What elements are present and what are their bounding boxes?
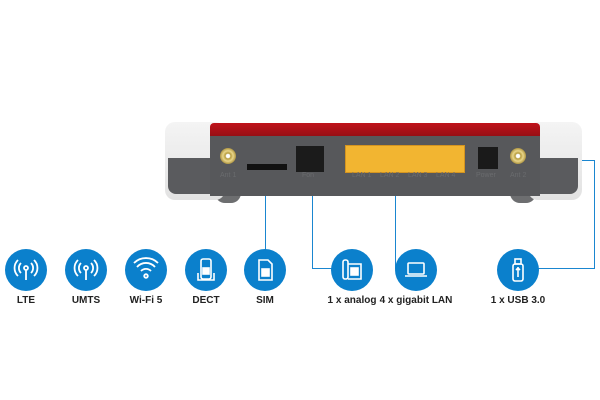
lte-antenna-icon [5, 249, 47, 291]
feature-label: 4 x gigabit LAN [379, 295, 453, 306]
antenna-connector [510, 148, 526, 164]
feature-label: 1 x USB 3.0 [490, 295, 546, 306]
fon-port [296, 146, 324, 172]
laptop-icon [395, 249, 437, 291]
power-jack [478, 147, 498, 169]
feature-label: UMTS [71, 295, 101, 306]
port-label: Fon [302, 172, 315, 179]
left-cap-base [168, 158, 218, 194]
port-label: LAN 4 [436, 172, 456, 179]
usb-stick-icon [497, 249, 539, 291]
feature-label: LTE [16, 295, 36, 306]
port-label: Power [476, 172, 496, 179]
lan-ports [345, 145, 465, 173]
connector-line [312, 268, 332, 269]
analog-phone-icon [331, 249, 373, 291]
router-red-top [210, 123, 540, 139]
port-label: LAN 3 [408, 172, 428, 179]
dect-phone-icon [185, 249, 227, 291]
antenna-connector [220, 148, 236, 164]
port-label: LAN 2 [380, 172, 400, 179]
connector-line [538, 268, 595, 269]
connector-line [594, 160, 595, 269]
wifi-icon [125, 249, 167, 291]
router-foot [510, 193, 536, 203]
feature-label: DECT [192, 295, 220, 306]
sim-card-icon [244, 249, 286, 291]
sim-slot [247, 164, 287, 170]
connector-line [312, 196, 313, 269]
feature-label: 1 x analog [327, 295, 377, 306]
feature-label: Wi-Fi 5 [129, 295, 163, 306]
port-label: LAN 1 [352, 172, 372, 179]
port-label: Ant 1 [220, 172, 237, 179]
connector-line [582, 160, 595, 161]
port-label: Ant 2 [510, 172, 527, 179]
connector-line [265, 196, 266, 250]
feature-label: SIM [256, 295, 274, 306]
connector-line [395, 196, 396, 269]
umts-antenna-icon [65, 249, 107, 291]
router-foot [215, 193, 241, 203]
